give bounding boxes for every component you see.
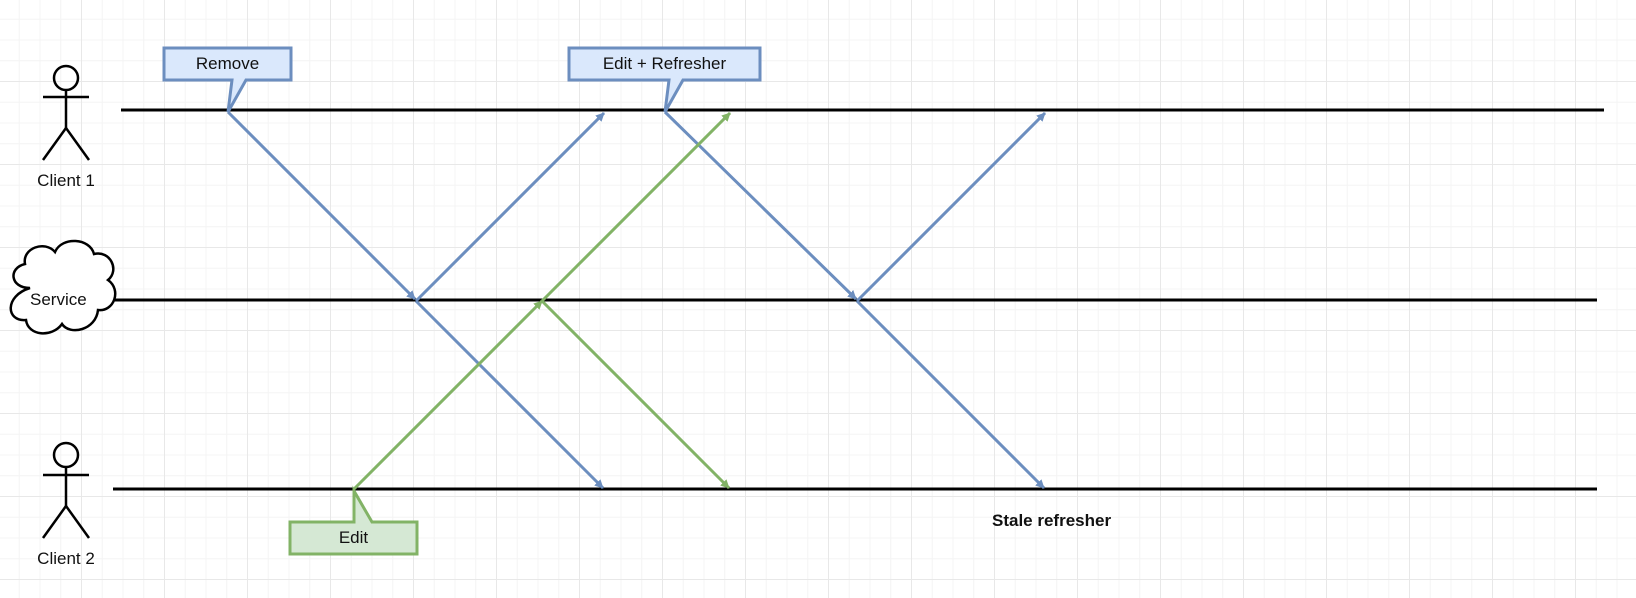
service-label: Service bbox=[30, 290, 87, 309]
service-to-client1-refresher-arrow bbox=[855, 111, 1047, 303]
client1-actor-icon bbox=[41, 64, 91, 161]
edit-refresher-callout-text: Edit + Refresher bbox=[602, 54, 727, 73]
client2-label: Client 2 bbox=[37, 549, 95, 568]
edit-callout-shape bbox=[288, 485, 419, 556]
service-to-client1-ack-arrow bbox=[414, 111, 606, 303]
remove-to-service-arrow bbox=[226, 110, 417, 301]
service-to-client1-edit-arrow bbox=[540, 111, 732, 303]
service-to-client2-stale-arrow bbox=[855, 299, 1046, 490]
edit-refresher-callout-shape bbox=[567, 46, 762, 113]
client2-actor-icon bbox=[41, 441, 91, 539]
client1-label: Client 1 bbox=[37, 171, 95, 190]
remove-callout-text: Remove bbox=[195, 54, 260, 73]
edit-callout-text: Edit bbox=[338, 528, 369, 547]
stale-refresher-label: Stale refresher bbox=[992, 511, 1112, 530]
edit-to-service-arrow bbox=[352, 299, 544, 491]
remove-callout-shape bbox=[162, 46, 293, 113]
service-to-client2-remove-arrow bbox=[414, 299, 605, 490]
service-to-client2-edit-ack-arrow bbox=[540, 299, 731, 490]
edit-refresher-to-service-arrow bbox=[663, 110, 858, 301]
service-cloud-icon bbox=[9, 239, 117, 335]
